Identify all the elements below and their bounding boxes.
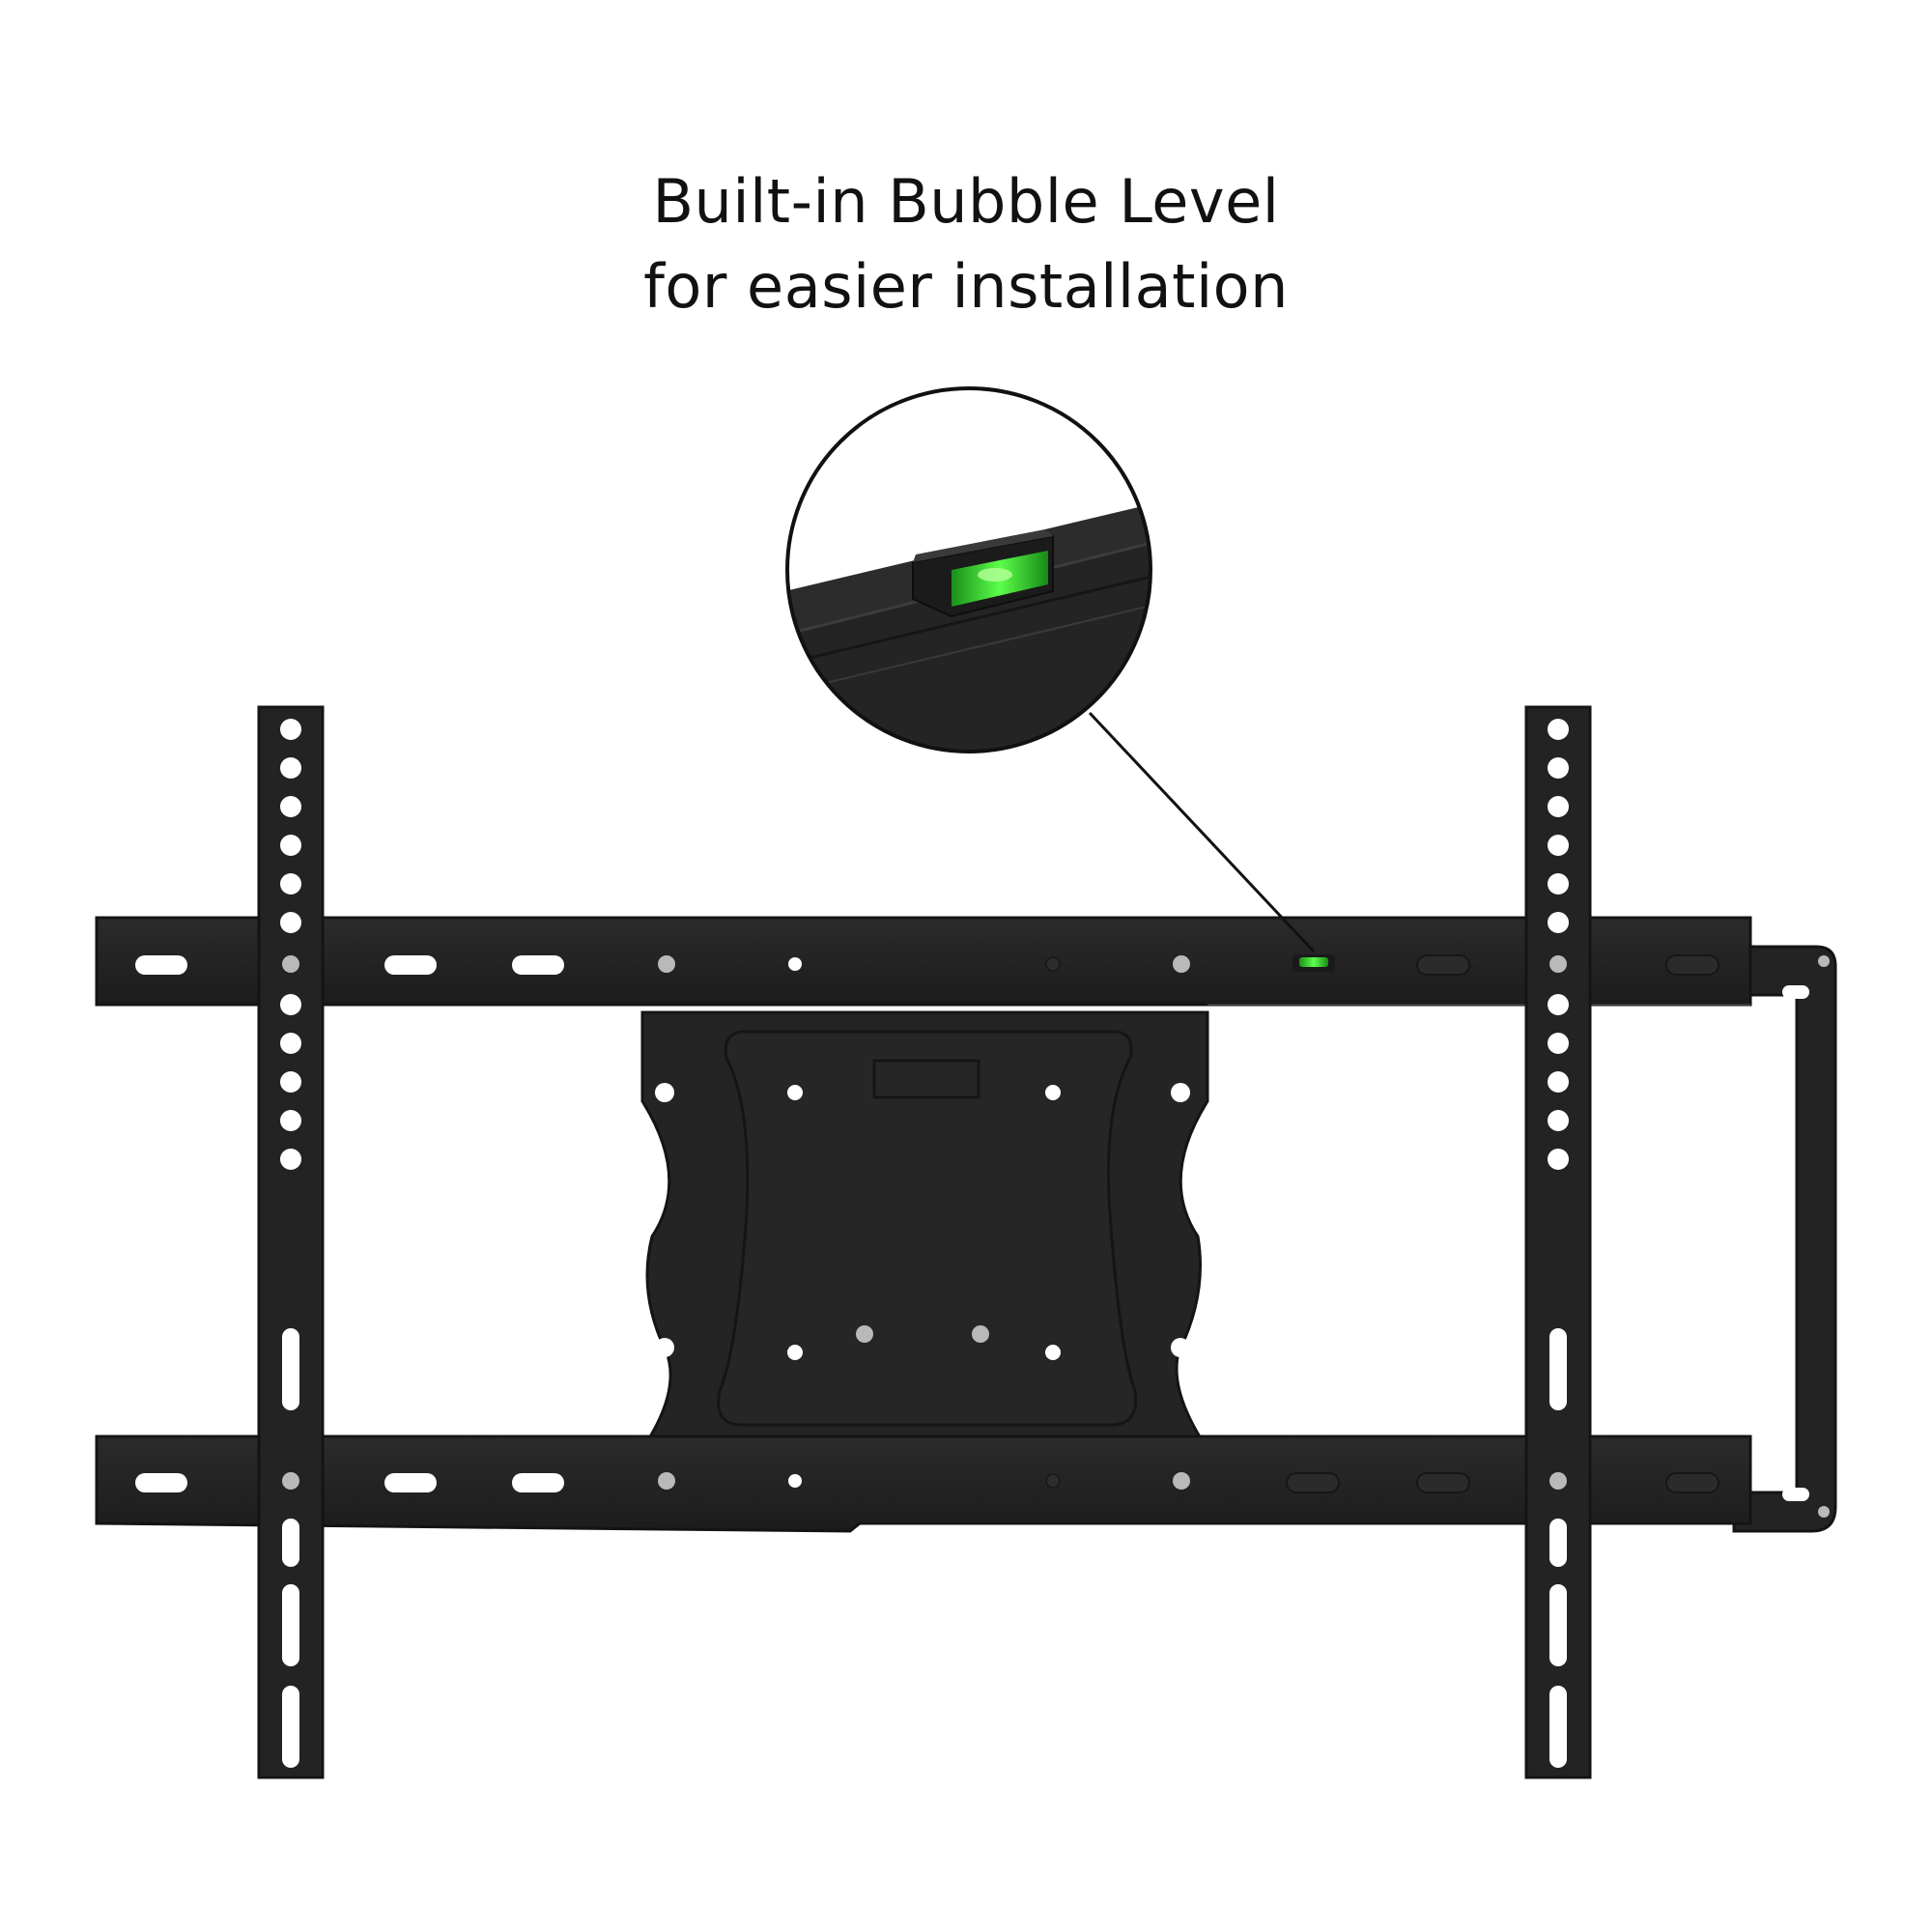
headline-line-1: Built-in Bubble Level bbox=[652, 166, 1280, 237]
swing-arm bbox=[1732, 945, 1837, 1533]
bubble-level-zoom bbox=[785, 386, 1152, 753]
right-vertical-bar bbox=[1524, 705, 1592, 1779]
headline: Built-in Bubble Level for easier install… bbox=[0, 159, 1932, 329]
bottom-rail bbox=[95, 1435, 1752, 1533]
top-rail bbox=[95, 916, 1752, 1007]
left-vertical-bar bbox=[257, 705, 325, 1779]
center-plate bbox=[639, 1010, 1210, 1451]
headline-line-2: for easier installation bbox=[643, 251, 1289, 322]
callout-line bbox=[1088, 711, 1316, 953]
